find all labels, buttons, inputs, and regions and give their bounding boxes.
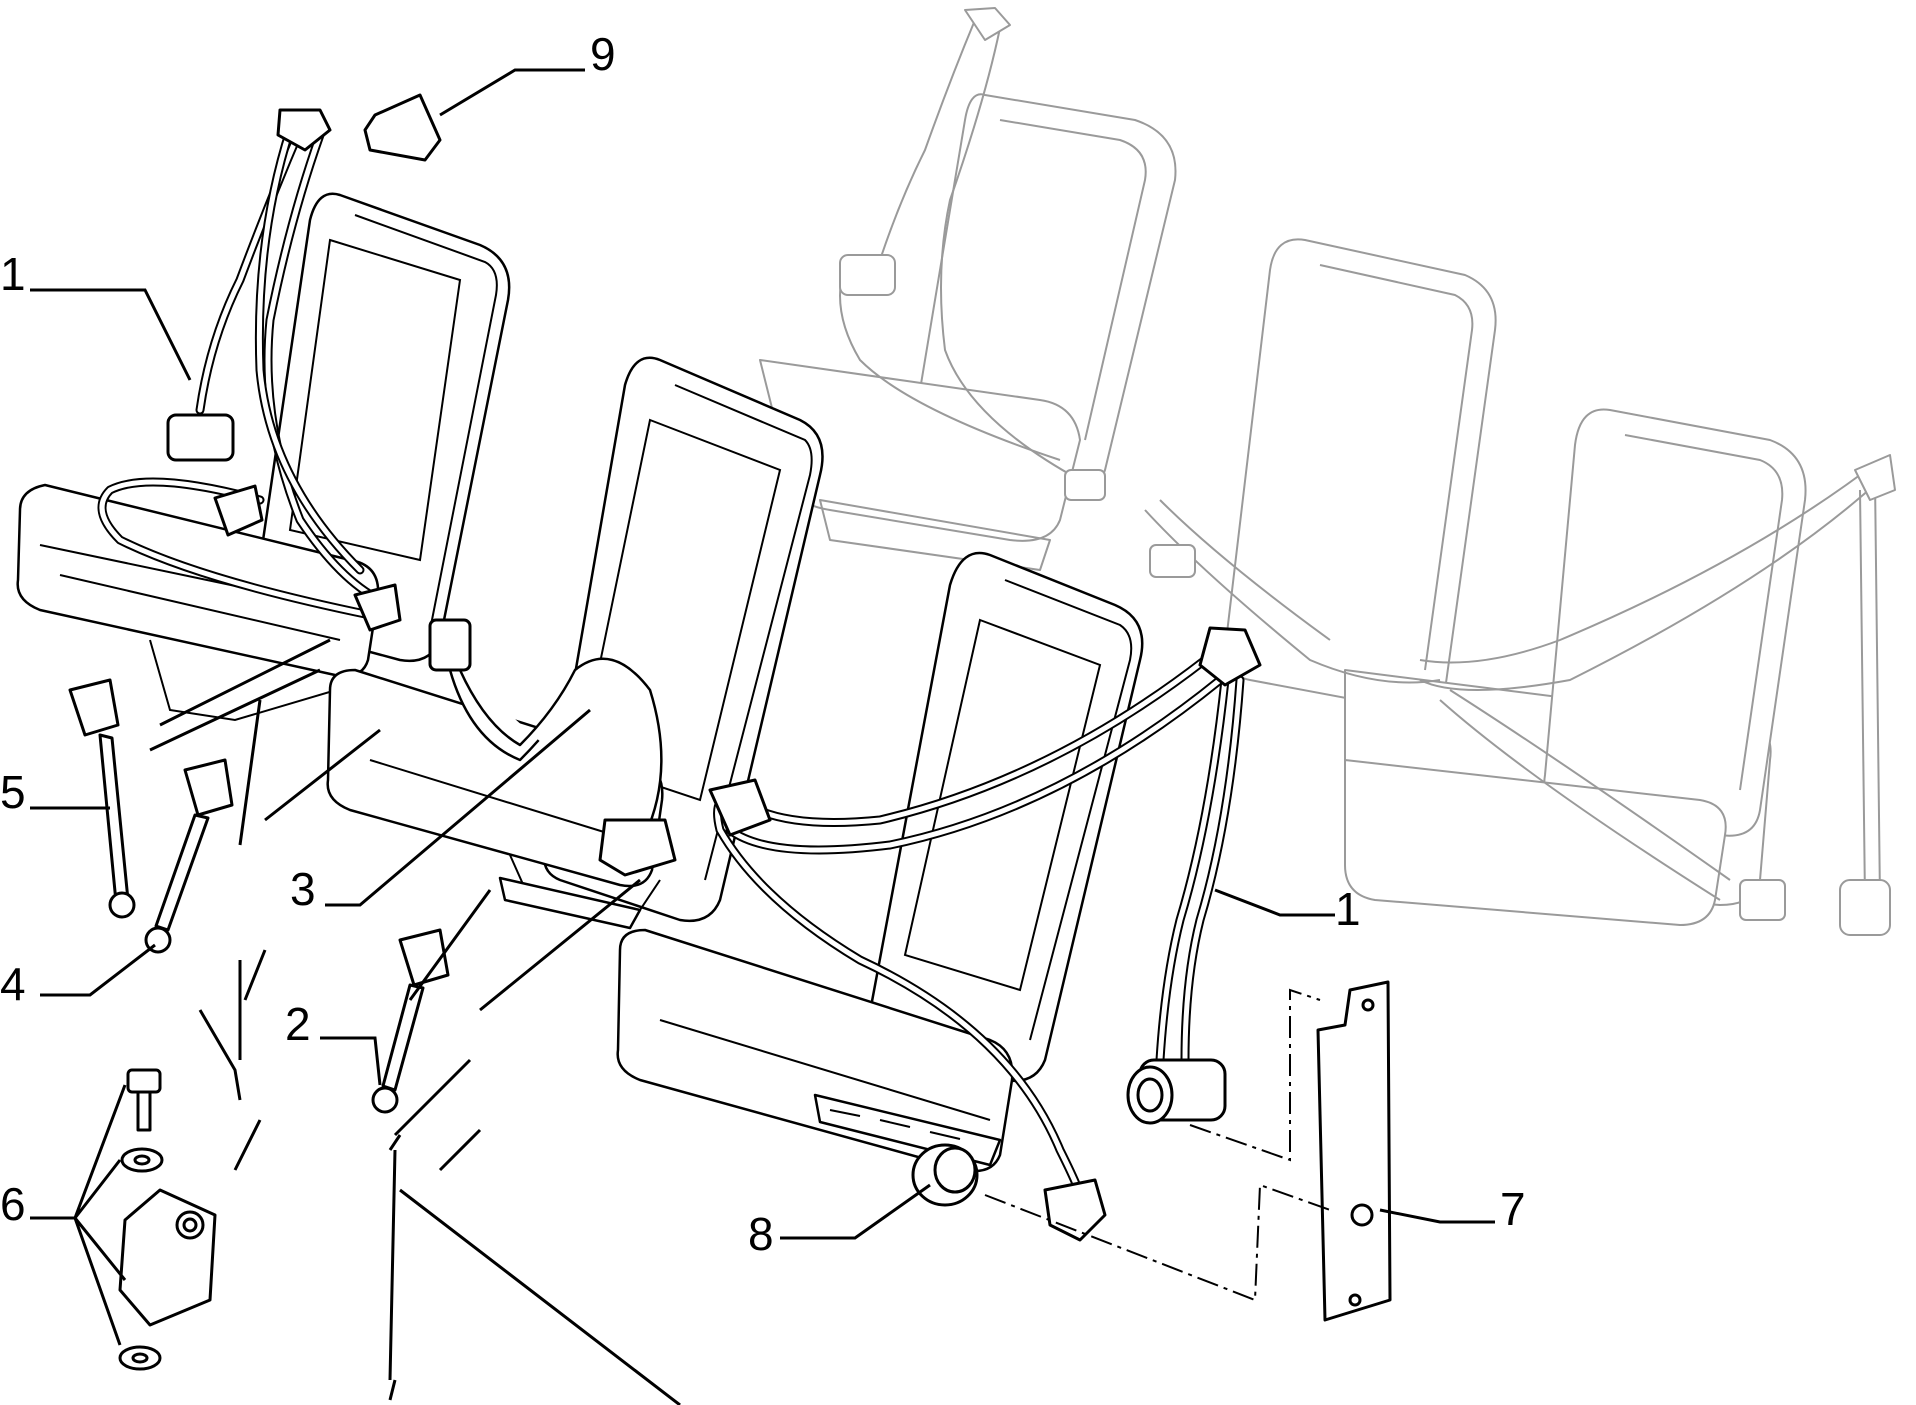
ghost-seat-far-right xyxy=(1344,408,1807,926)
trim-cover-icon xyxy=(363,93,442,162)
seat-right xyxy=(616,551,1144,1173)
bolt-washer-bracket-6-icon xyxy=(118,1068,217,1371)
callout-6: 6 xyxy=(0,1178,26,1230)
mounting-plate-7-icon xyxy=(1316,980,1392,1322)
callout-numbers: 9 1 5 4 3 2 6 1 7 8 xyxy=(0,28,1526,1260)
leader-lines xyxy=(30,68,1495,1405)
left-three-point-belt xyxy=(97,108,402,632)
callout-9: 9 xyxy=(590,28,616,80)
buckle-stalk-2-icon xyxy=(371,928,450,1114)
foreground-seats xyxy=(16,192,1144,1173)
left-belt-retractor-icon xyxy=(166,413,235,462)
callout-8: 8 xyxy=(748,1208,774,1260)
assembly-line-anchor xyxy=(984,1183,1331,1302)
callout-3: 3 xyxy=(290,863,316,915)
callout-1-top: 1 xyxy=(0,248,26,300)
spacer-bush-8-icon xyxy=(911,1143,979,1207)
buckle-stalk-5-icon xyxy=(68,678,136,919)
callout-2: 2 xyxy=(285,998,311,1050)
callout-5: 5 xyxy=(0,766,26,818)
middle-buckle-tongue-icon xyxy=(428,618,472,672)
left-belt-top-anchor-icon xyxy=(276,108,332,152)
ghost-belts xyxy=(839,7,1896,936)
ghost-seat-top xyxy=(759,93,1177,571)
callout-1-right: 1 xyxy=(1335,883,1361,935)
callout-7: 7 xyxy=(1500,1183,1526,1235)
right-belt-retractor-icon xyxy=(1126,1058,1227,1125)
assembly-line-retractor xyxy=(1189,988,1321,1162)
right-belt-top-anchor-icon xyxy=(1198,626,1262,687)
ghost-seats-group xyxy=(759,7,1896,936)
right-three-point-belt xyxy=(708,626,1262,1242)
buckle-stalk-4-icon xyxy=(144,758,234,954)
callout-4: 4 xyxy=(0,958,26,1010)
